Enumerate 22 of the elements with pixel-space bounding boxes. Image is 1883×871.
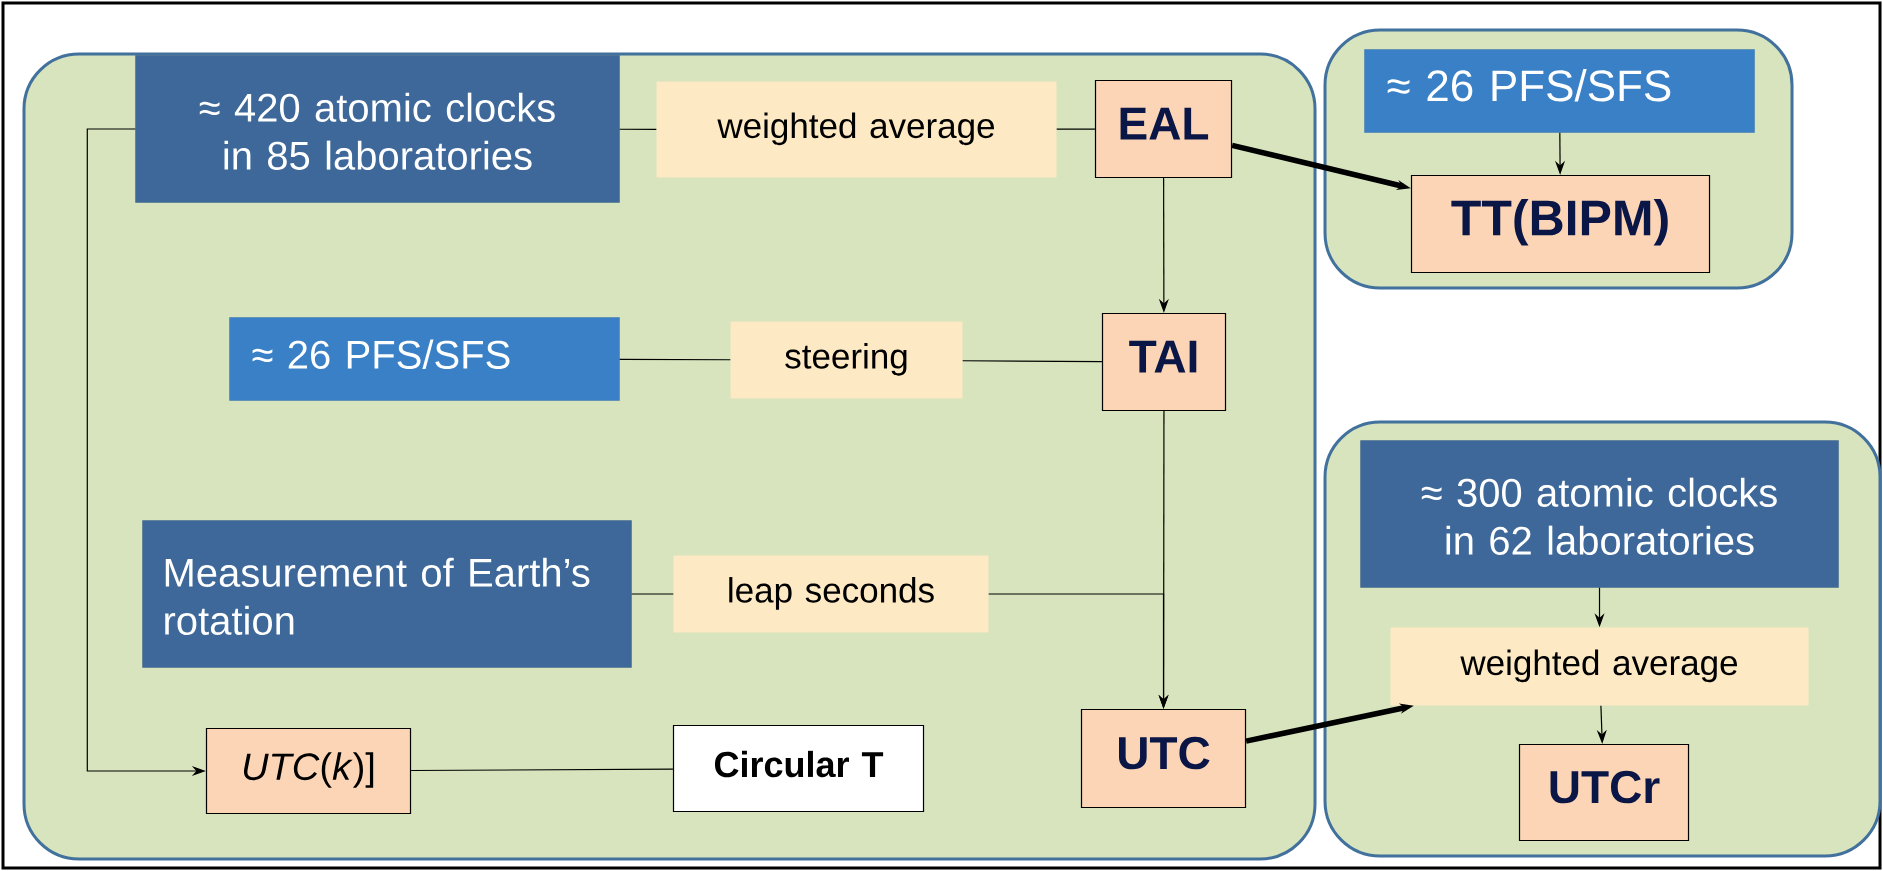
timescale-box: UTCr — [1518, 743, 1690, 842]
source-box: ≈ 420 atomic clocks in 85 laboratories — [135, 55, 620, 203]
connector-line — [1056, 128, 1096, 130]
connector-line — [962, 360, 1103, 363]
connector-line — [619, 358, 731, 361]
publication-box: Circular T — [672, 724, 925, 813]
connector-line — [619, 128, 657, 130]
timescale-box: EAL — [1094, 79, 1233, 179]
process-label: leap seconds — [673, 555, 989, 633]
source-box: ≈ 26 PFS/SFS — [1364, 49, 1755, 133]
process-label: weighted average — [656, 81, 1057, 178]
timescale-box: UTC(k)] — [205, 727, 412, 815]
timescale-box: TAI — [1101, 312, 1227, 412]
connector-line — [631, 593, 674, 595]
timescale-box: TT(BIPM) — [1410, 174, 1711, 274]
source-box: ≈ 300 atomic clocks in 62 laboratories — [1360, 440, 1839, 588]
source-box: Measurement of Earth’s rotation — [142, 520, 632, 668]
process-label: weighted average — [1390, 627, 1809, 706]
source-box: ≈ 26 PFS/SFS — [229, 317, 620, 401]
connector-line — [410, 768, 674, 772]
timescale-box: UTC — [1080, 708, 1247, 809]
process-label: steering — [730, 321, 963, 399]
